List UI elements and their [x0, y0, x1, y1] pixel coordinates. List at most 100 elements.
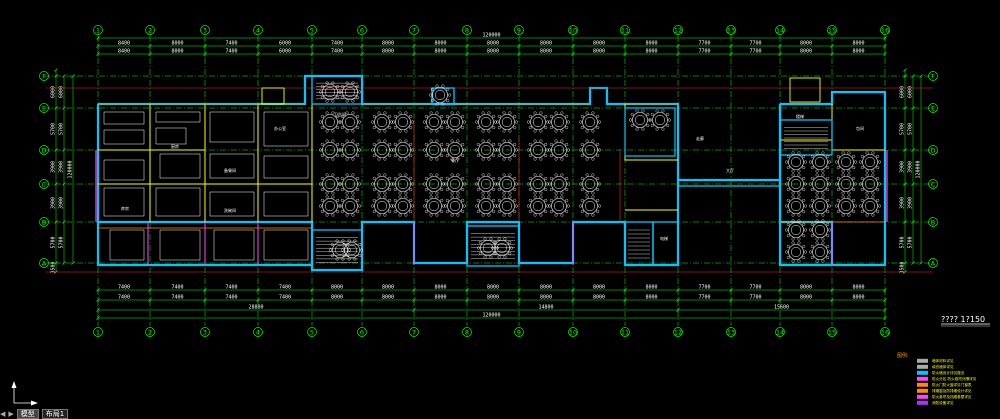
- chair: [841, 195, 845, 199]
- chair: [430, 87, 434, 91]
- chair: [492, 240, 496, 244]
- chair: [346, 242, 350, 246]
- chair: [325, 99, 329, 103]
- round-table: [812, 244, 828, 260]
- col-axis-bubble: [145, 25, 155, 35]
- chair: [649, 118, 653, 122]
- round-table-top: [532, 116, 544, 128]
- row-axis-label: A: [931, 259, 936, 267]
- bottom-detail-dim-value: 8000: [487, 295, 499, 301]
- chair: [496, 204, 500, 208]
- tab-next-icon[interactable]: ▶: [8, 410, 14, 418]
- elevator-east: [652, 221, 679, 266]
- chair: [445, 176, 449, 180]
- round-table: [582, 198, 598, 214]
- chair: [429, 93, 433, 97]
- chair: [560, 139, 564, 143]
- chair: [492, 188, 496, 192]
- round-table-top: [553, 116, 565, 128]
- bottom-detail-dim-value: 8000: [434, 295, 446, 301]
- chair: [539, 213, 543, 217]
- tab-prev-icon[interactable]: ◀: [0, 410, 6, 418]
- chair: [515, 120, 519, 124]
- chair: [494, 120, 498, 124]
- chair: [345, 157, 349, 161]
- round-table: [551, 114, 567, 130]
- chair: [450, 157, 454, 161]
- chair: [836, 210, 840, 214]
- round-table: [530, 176, 546, 192]
- chair: [392, 148, 396, 152]
- chair: [546, 182, 550, 186]
- chair: [450, 139, 454, 143]
- chair: [481, 139, 485, 143]
- col-axis-bubble: [673, 327, 683, 337]
- chair: [461, 188, 465, 192]
- kitchen-equipment: [213, 229, 255, 261]
- top-span-dim-value: 8000: [800, 41, 812, 47]
- row-axis-label: E: [931, 104, 935, 112]
- chair: [502, 195, 506, 199]
- col-axis-label: 2: [148, 328, 152, 336]
- top-span-dim-value: 8000: [434, 41, 446, 47]
- legend-title: 图例:: [897, 352, 909, 359]
- chair: [876, 154, 880, 158]
- kitchen-equipment: [263, 111, 309, 147]
- chair: [476, 176, 480, 180]
- round-table-top: [814, 246, 826, 258]
- round-table: [374, 142, 390, 158]
- chair: [548, 120, 552, 124]
- chair: [377, 191, 381, 195]
- round-table-top: [346, 244, 358, 256]
- chair: [450, 213, 454, 217]
- chair: [809, 204, 813, 208]
- legend-swatch: [917, 394, 928, 399]
- bottom-detail-dim-value: 7400: [225, 295, 237, 301]
- chair: [320, 142, 324, 146]
- round-table-top: [344, 86, 356, 98]
- chair: [341, 239, 345, 243]
- round-table: [374, 198, 390, 214]
- chair: [456, 213, 460, 217]
- chair: [515, 148, 519, 152]
- chair: [336, 142, 340, 146]
- chair: [339, 148, 343, 152]
- chair: [424, 142, 428, 146]
- tab-model[interactable]: 模型: [16, 409, 39, 419]
- chair: [508, 191, 512, 195]
- chair: [871, 173, 875, 177]
- chair: [635, 109, 639, 113]
- chair: [319, 120, 323, 124]
- chair: [565, 210, 569, 214]
- chair: [854, 182, 858, 186]
- chair: [340, 114, 344, 118]
- chair: [496, 182, 500, 186]
- tab-layout1[interactable]: 布局1: [41, 409, 69, 419]
- round-table: [342, 114, 358, 130]
- chair: [340, 126, 344, 130]
- chair: [579, 182, 583, 186]
- round-table: [426, 198, 442, 214]
- round-table: [788, 176, 804, 192]
- left-dim-value: 5700: [51, 236, 57, 248]
- round-table: [395, 198, 411, 214]
- chair: [440, 188, 444, 192]
- chair: [554, 157, 558, 161]
- col-axis-label: 11: [621, 26, 629, 34]
- partition-kitchen-1: [98, 104, 206, 151]
- chair: [444, 204, 448, 208]
- col-axis-bubble: [568, 25, 578, 35]
- chair: [565, 176, 569, 180]
- round-table-top: [434, 89, 446, 101]
- col-axis-label: 14: [776, 26, 784, 34]
- round-table-top: [496, 242, 508, 254]
- chair: [353, 257, 357, 261]
- chair: [487, 173, 491, 177]
- chair: [539, 111, 543, 115]
- row-axis-bubble: [928, 103, 938, 113]
- chair: [560, 191, 564, 195]
- top-detail-dim-value: 8000: [852, 49, 864, 55]
- chair: [487, 213, 491, 217]
- chair: [508, 240, 512, 244]
